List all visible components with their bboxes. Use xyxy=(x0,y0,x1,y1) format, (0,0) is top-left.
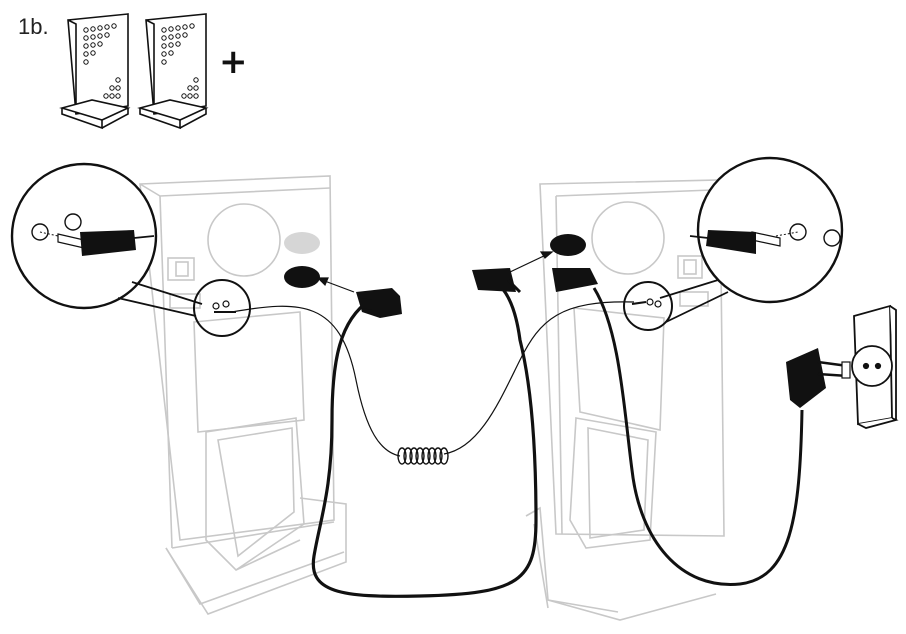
right-speaker-connector xyxy=(472,268,522,294)
right-upper-terminal xyxy=(550,234,586,256)
plus-sign: + xyxy=(219,42,248,82)
right-zoom-detail xyxy=(659,156,844,323)
speaker-pair-icon xyxy=(59,13,209,130)
power-cable xyxy=(592,287,804,586)
left-zoom-detail xyxy=(10,162,203,317)
audio-cable xyxy=(231,301,635,457)
insert-arrows xyxy=(316,251,554,293)
left-speaker-connector xyxy=(356,288,402,318)
right-lower-terminal xyxy=(552,268,598,292)
speaker-link-cable xyxy=(311,284,538,598)
step-label: 1b. xyxy=(18,14,49,39)
right-jack-highlight xyxy=(623,281,673,331)
speaker-left-icon xyxy=(59,13,131,130)
left-lower-terminal xyxy=(284,266,320,288)
speaker-right-icon xyxy=(137,13,209,130)
power-plug-icon xyxy=(786,348,851,408)
left-upper-terminal xyxy=(284,232,320,254)
left-jack-highlight xyxy=(193,279,251,337)
wall-socket-icon xyxy=(851,304,899,429)
coiled-cable-icon xyxy=(397,447,449,465)
left-speaker-back xyxy=(139,175,347,615)
right-jack-small xyxy=(631,298,662,308)
audio-jack-icon xyxy=(57,230,155,256)
audio-jack-right-icon xyxy=(689,230,781,254)
left-jack-small xyxy=(212,300,236,313)
